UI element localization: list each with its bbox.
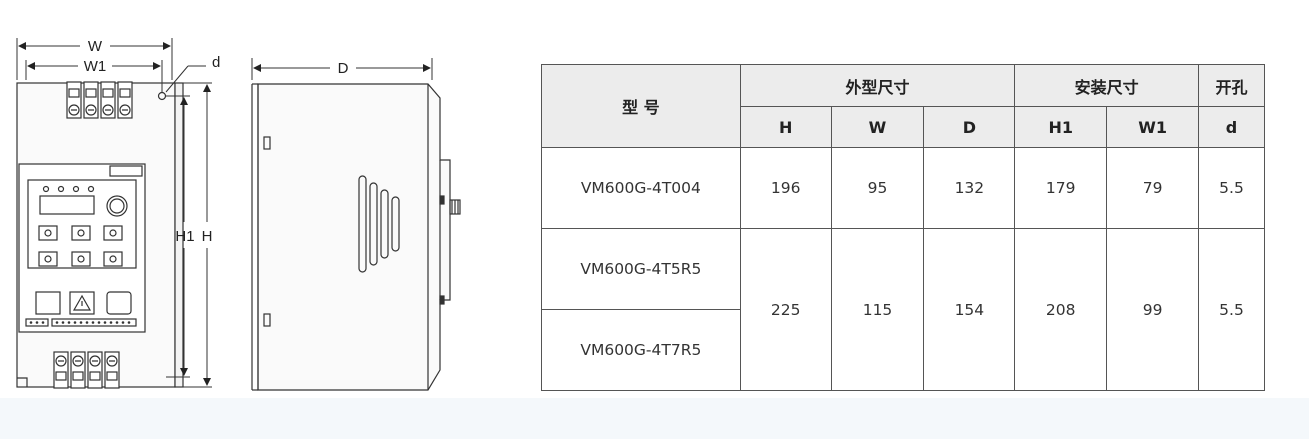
cell-d: 132 — [923, 147, 1016, 229]
cell-hole-d-merged: 5.5 — [1198, 228, 1265, 391]
cell-model: VM600G-4T004 — [541, 147, 741, 229]
cell-model: VM600G-4T7R5 — [541, 309, 741, 391]
top-terminals-icon — [66, 81, 133, 119]
bottom-terminals-icon — [53, 351, 120, 389]
col-h: H — [739, 106, 832, 148]
cell-w1: 79 — [1106, 147, 1200, 229]
h-label: H — [202, 228, 213, 245]
cell-d-merged: 154 — [923, 228, 1016, 391]
col-hole-d: d — [1198, 106, 1265, 148]
header-model: 型 号 — [541, 64, 741, 148]
header-outer-dims: 外型尺寸 — [739, 64, 1016, 107]
w1-label: W1 — [84, 58, 107, 75]
depth-label: D — [338, 60, 349, 77]
header-mount-dims: 安装尺寸 — [1014, 64, 1200, 107]
cell-w-merged: 115 — [830, 228, 925, 391]
side-view — [251, 83, 461, 391]
table-row: VM600G-4T004 196 95 132 179 79 5.5 — [541, 147, 1265, 229]
cell-h1-merged: 208 — [1014, 228, 1108, 391]
spec-table: 型 号 外型尺寸 安装尺寸 开孔 H W D H1 W1 d VM600G-4T… — [541, 64, 1265, 391]
header-hole: 开孔 — [1198, 64, 1265, 107]
table-row: VM600G-4T5R5 225 115 154 208 99 5.5 — [541, 228, 1265, 391]
cell-w: 95 — [830, 147, 925, 229]
vent-slots-icon — [358, 175, 400, 273]
cell-h: 196 — [739, 147, 832, 229]
w-label: W — [88, 38, 103, 55]
dimension-lines — [16, 38, 433, 388]
table-row: VM600G-4T7R5 — [541, 309, 1265, 391]
h1-label: H1 — [175, 228, 194, 245]
cell-h-merged: 225 — [739, 228, 832, 391]
col-h1: H1 — [1014, 106, 1108, 148]
cell-model: VM600G-4T5R5 — [541, 228, 741, 310]
dimension-drawing: W W1 d H1 H D — [0, 0, 520, 400]
cell-hole-d: 5.5 — [1198, 147, 1265, 229]
col-w: W — [830, 106, 925, 148]
d-label: d — [212, 54, 220, 71]
col-w1: W1 — [1106, 106, 1200, 148]
bottom-band — [0, 398, 1309, 439]
front-view — [16, 81, 184, 389]
cell-h1: 179 — [1014, 147, 1108, 229]
cell-w1-merged: 99 — [1106, 228, 1200, 391]
keypad-buttons-icon — [38, 225, 123, 267]
col-d: D — [923, 106, 1016, 148]
